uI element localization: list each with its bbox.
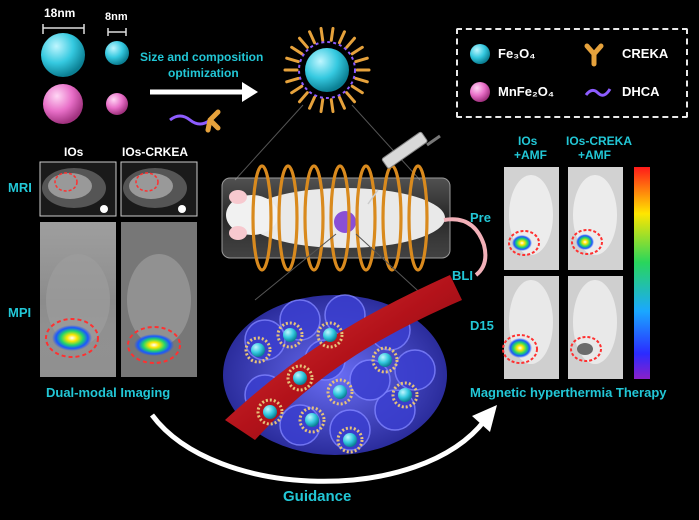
row-label-d15: D15 <box>470 318 494 333</box>
optimization-label-line2: optimization <box>168 66 239 80</box>
bli-label: BLI <box>452 268 473 283</box>
right-col-ios-line2: +AMF <box>514 148 547 162</box>
legend-label-creka: CREKA <box>622 46 669 61</box>
legend-label-mnfe2o4: MnFe₂O₄ <box>498 84 555 99</box>
mouse-in-coil <box>221 131 488 301</box>
size-label-18nm: 18nm <box>44 6 76 20</box>
syringe-icon <box>367 131 441 205</box>
row-label-pre: Pre <box>470 210 491 225</box>
tumor-vessel-illustration <box>223 275 462 455</box>
mnfe2o4-8nm-particle <box>106 93 128 115</box>
optimization-label-line1: Size and composition <box>140 50 264 64</box>
right-col-creka-line2: +AMF <box>578 148 611 162</box>
guidance-arrow <box>149 405 497 484</box>
legend-label-fe3o4: Fe₃O₄ <box>498 46 536 61</box>
left-col-ios: IOs <box>64 145 84 159</box>
peptide-icon <box>584 43 604 67</box>
left-col-ios-crekea: IOs-CRKEA <box>122 145 189 159</box>
dhca-chain-icon <box>584 88 612 97</box>
fe3o4-8nm-particle <box>105 41 129 65</box>
size-label-8nm: 8nm <box>105 11 128 23</box>
creka-dhca-icon <box>169 109 221 133</box>
dual-modal-caption: Dual-modal Imaging <box>46 385 171 400</box>
blood-vessel <box>225 275 462 440</box>
fe3o4-18nm-particle <box>41 33 85 77</box>
pink-sphere-icon <box>470 82 490 102</box>
legend <box>456 28 688 118</box>
right-col-creka-line1: IOs-CREKA <box>566 134 633 148</box>
row-label-mpi: MPI <box>8 305 32 320</box>
mouse-tail <box>443 217 488 277</box>
mpi-images <box>40 222 197 377</box>
mnfe2o4-18nm-particle <box>43 84 83 124</box>
row-label-mri: MRI <box>8 180 32 195</box>
cyan-sphere-icon <box>470 44 490 64</box>
bli-colorbar <box>634 167 650 379</box>
optimization-arrow <box>150 82 258 102</box>
mht-caption: Magnetic hyperthermia Therapy <box>470 385 667 400</box>
creka-coated-nanoparticle <box>283 26 371 114</box>
particle-size-group <box>41 24 129 124</box>
tumor-site <box>334 211 356 233</box>
legend-label-dhca: DHCA <box>622 84 660 99</box>
zoom-cone <box>234 104 421 181</box>
right-col-ios-line1: IOs <box>518 134 538 148</box>
mri-images <box>39 161 198 217</box>
legend-icons <box>470 43 612 102</box>
bli-images <box>502 167 650 379</box>
guidance-label: Guidance <box>283 488 352 505</box>
